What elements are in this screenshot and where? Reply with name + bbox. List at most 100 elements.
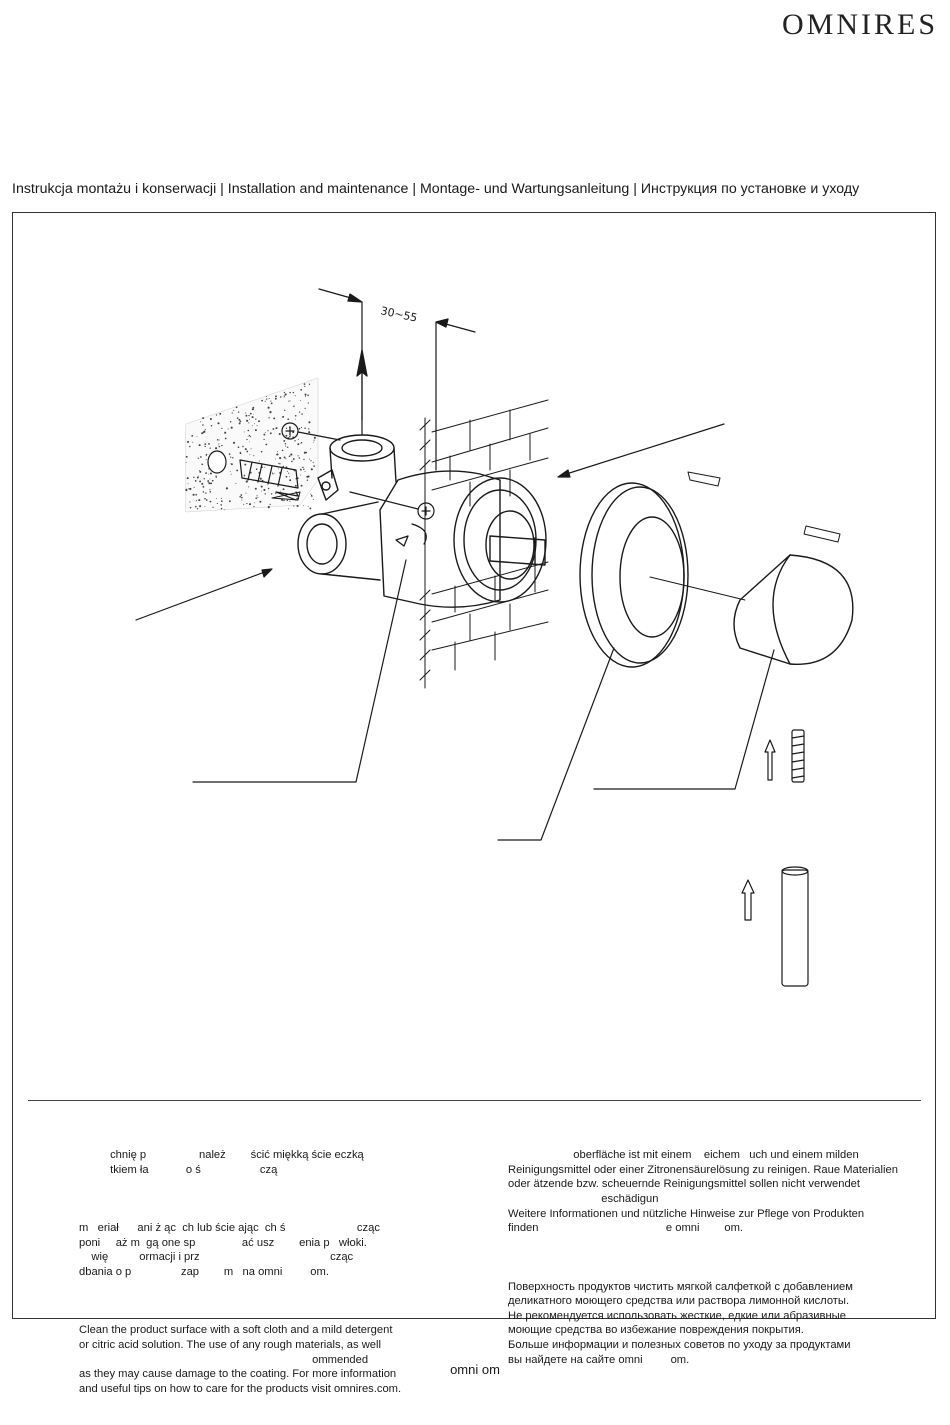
wall-speckle	[223, 509, 225, 511]
wall-speckle	[245, 414, 248, 417]
wall-speckle	[263, 433, 266, 436]
wall-speckle	[286, 446, 289, 449]
wall-speckle	[233, 409, 235, 411]
wall-speckle	[224, 431, 227, 434]
wall-speckle	[303, 451, 306, 454]
wall-speckle	[205, 455, 207, 457]
wall-speckle	[279, 396, 282, 398]
wall-speckle	[313, 439, 315, 441]
wall-speckle	[204, 506, 206, 507]
wall-speckle	[281, 498, 284, 501]
wall-speckle	[185, 488, 187, 490]
wall-speckle	[202, 486, 205, 488]
wall-speckle	[205, 492, 207, 494]
wall-speckle	[209, 478, 211, 480]
wall-speckle	[300, 426, 303, 428]
wall-speckle	[289, 391, 291, 394]
wall-speckle	[264, 466, 266, 468]
wall-speckle	[307, 505, 309, 507]
wall-speckle	[249, 454, 251, 456]
wall-speckle	[277, 451, 279, 453]
wall-speckle	[252, 406, 255, 409]
wall-speckle	[294, 414, 297, 417]
wall-speckle	[240, 494, 243, 496]
wall-speckle	[307, 402, 309, 404]
wall-speckle	[204, 443, 207, 445]
wall-speckle	[291, 460, 293, 463]
wall-speckle	[217, 444, 219, 446]
wall-speckle	[246, 419, 249, 422]
wall-speckle	[288, 472, 290, 474]
wall-speckle	[246, 502, 248, 505]
extension-rod-short	[764, 729, 805, 783]
wall-speckle	[313, 436, 316, 439]
wall-speckle	[239, 451, 241, 453]
concrete-wall	[185, 377, 319, 513]
wall-speckle	[201, 463, 204, 466]
wall-speckle	[219, 412, 222, 415]
wall-speckle	[217, 422, 220, 425]
wall-speckle	[263, 438, 265, 441]
wall-speckle	[251, 416, 254, 419]
wall-speckle	[293, 404, 295, 406]
wall-speckle	[290, 453, 293, 456]
wall-speckle	[237, 411, 240, 413]
wall-speckle	[199, 480, 202, 483]
wall-speckle	[229, 421, 232, 423]
wall-speckle	[304, 393, 307, 396]
wall-speckle	[239, 420, 242, 423]
wall-speckle	[297, 455, 299, 457]
wall-speckle	[210, 482, 213, 485]
wall-speckle	[247, 429, 250, 432]
wall-speckle	[198, 499, 201, 502]
wall-speckle	[268, 417, 270, 419]
wall-speckle	[293, 505, 295, 507]
wall-speckle	[187, 483, 189, 485]
wall-speckle	[244, 463, 247, 466]
wall-speckle	[277, 468, 279, 470]
mixer-body	[297, 434, 547, 608]
wall-speckle	[289, 479, 292, 482]
brick-wall	[419, 399, 549, 689]
wall-speckle	[253, 455, 255, 457]
wall-speckle	[221, 427, 223, 430]
wall-speckle	[201, 432, 204, 435]
wall-speckle	[254, 423, 256, 425]
wall-speckle	[228, 453, 231, 455]
wall-speckle	[230, 473, 232, 475]
wall-speckle	[255, 418, 257, 420]
wall-speckle	[313, 441, 314, 443]
wall-speckle	[209, 417, 212, 421]
wall-speckle	[310, 460, 312, 462]
wall-speckle	[192, 493, 195, 496]
wall-speckle	[256, 495, 258, 497]
wall-speckle	[272, 428, 275, 430]
wall-speckle	[209, 472, 212, 475]
wall-speckle	[311, 494, 313, 497]
wall-speckle	[205, 453, 208, 456]
wall-speckle	[275, 395, 277, 398]
wall-speckle	[258, 420, 260, 423]
wall-speckle	[232, 457, 234, 459]
exploded-assembly-diagram: 30~55	[135, 288, 854, 987]
wall-speckle	[285, 445, 287, 447]
wall-speckle	[239, 452, 242, 455]
wall-speckle	[204, 445, 206, 448]
wall-speckle	[259, 460, 260, 462]
wall-speckle	[267, 487, 270, 490]
wall-speckle	[243, 431, 245, 433]
wall-speckle	[199, 470, 202, 473]
wall-speckle	[270, 402, 273, 405]
wall-speckle	[186, 477, 189, 480]
wall-speckle	[259, 500, 262, 503]
wall-speckle	[306, 479, 309, 481]
wall-speckle	[266, 396, 267, 397]
wall-speckle	[242, 445, 244, 448]
wall-speckle	[212, 506, 214, 508]
instruction-frame	[12, 212, 936, 1319]
wall-speckle	[195, 500, 197, 502]
wall-speckle	[246, 450, 249, 453]
wall-speckle	[272, 472, 274, 474]
wall-speckle	[215, 447, 218, 450]
wall-speckle	[247, 435, 249, 437]
